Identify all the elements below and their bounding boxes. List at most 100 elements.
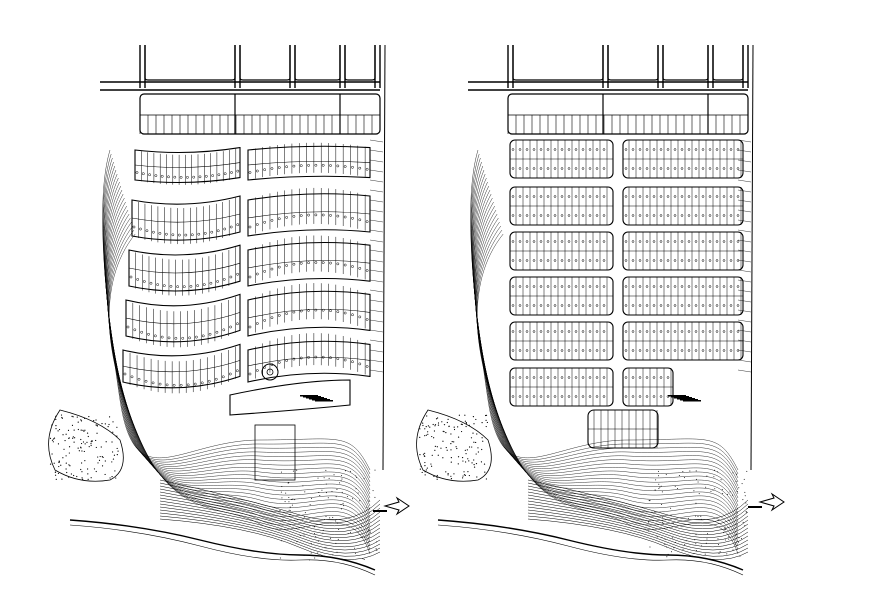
- hatch-dot: [648, 530, 650, 532]
- lot-marker: [525, 285, 529, 288]
- lot-line: [125, 312, 241, 325]
- lot-marker: [729, 285, 733, 288]
- lot-marker: [701, 240, 705, 243]
- hatch-dot: [463, 474, 466, 476]
- hatch-dot: [650, 553, 652, 555]
- hatch-dot: [340, 504, 342, 506]
- lot-marker: [715, 259, 719, 262]
- lot-marker: [560, 195, 564, 198]
- hatch-dot: [670, 515, 672, 517]
- lot-block: [122, 343, 241, 389]
- lot-marker: [365, 220, 369, 223]
- lot-marker: [236, 322, 239, 326]
- lot-marker: [588, 304, 592, 307]
- contour-line: [104, 173, 371, 495]
- lot-marker: [152, 230, 155, 234]
- lot-marker: [602, 240, 606, 243]
- hatch-dot: [287, 482, 289, 484]
- hatch-dot: [674, 485, 676, 487]
- hatch-dot: [470, 437, 473, 439]
- roundabout: [266, 368, 274, 376]
- hatch-dot: [101, 422, 103, 425]
- hatch-dot: [665, 474, 667, 476]
- lot-marker: [666, 259, 670, 262]
- hatch-dot: [450, 461, 452, 463]
- lot-marker: [214, 377, 218, 381]
- hatch-dot: [98, 459, 101, 461]
- contour-line: [527, 509, 749, 551]
- hatch-dot: [279, 557, 281, 559]
- lot-line: [131, 213, 241, 223]
- hatch-dot: [115, 477, 117, 479]
- hatch-dot: [82, 429, 84, 431]
- hatch-dot: [663, 523, 665, 525]
- lot-marker: [638, 240, 642, 243]
- lot-marker: [588, 240, 592, 243]
- lot-marker: [659, 349, 663, 352]
- lot-marker: [715, 330, 719, 333]
- hatch-dot: [96, 432, 98, 434]
- contour-line: [527, 479, 749, 521]
- lot-marker: [167, 336, 171, 340]
- lot-marker: [321, 163, 325, 167]
- lot-marker: [525, 330, 529, 333]
- lot-marker: [195, 335, 198, 339]
- lot-marker: [285, 359, 288, 362]
- hatch-dot: [347, 533, 349, 535]
- lot-marker: [659, 240, 663, 243]
- lot-marker: [546, 195, 550, 198]
- lot-marker: [511, 376, 515, 379]
- contour-line: [470, 153, 739, 475]
- lot-marker: [137, 377, 141, 381]
- lot-marker: [142, 280, 146, 283]
- lot-marker: [736, 304, 740, 307]
- lot-marker: [567, 330, 571, 333]
- lot-marker: [160, 174, 164, 178]
- lot-marker: [722, 304, 726, 307]
- lot-marker: [358, 362, 362, 366]
- hatch-dot: [117, 450, 119, 452]
- lot-marker: [645, 395, 649, 398]
- hatch-dot: [445, 432, 447, 434]
- contour-line: [105, 185, 371, 507]
- lot-marker: [645, 167, 649, 170]
- lot-marker: [539, 304, 543, 307]
- lot-marker: [518, 167, 522, 170]
- lot-line: [134, 162, 241, 168]
- lot-marker: [248, 325, 252, 329]
- lot-marker: [694, 240, 698, 243]
- lot-marker: [525, 148, 529, 151]
- lot-marker: [673, 285, 677, 288]
- hatch-dot: [441, 421, 443, 423]
- lot-marker: [631, 195, 635, 198]
- hatch-dot: [58, 428, 61, 431]
- lot-marker: [595, 395, 599, 398]
- lot-marker: [532, 214, 536, 217]
- hatch-dot: [736, 511, 738, 513]
- lot-marker: [567, 167, 571, 170]
- hatch-dot: [304, 491, 306, 493]
- lot-marker: [631, 376, 635, 379]
- hatch-dot: [288, 496, 290, 498]
- hatch-dot: [335, 542, 337, 544]
- contour-line: [473, 189, 739, 511]
- annotation-mark: [315, 400, 333, 402]
- hatch-dot: [473, 464, 475, 466]
- hatch-dot: [419, 468, 421, 470]
- lot-line: [737, 149, 752, 153]
- hatch-dot: [357, 531, 359, 533]
- lot-marker: [595, 285, 599, 288]
- hatch-dot: [95, 419, 97, 421]
- hatch-dot: [81, 471, 83, 473]
- lot-marker: [263, 319, 266, 322]
- hatch-dot: [738, 541, 740, 543]
- hatch-dot: [436, 474, 438, 477]
- lot-marker: [581, 330, 585, 333]
- lot-marker: [192, 175, 196, 179]
- lot-marker: [560, 240, 564, 243]
- lot-marker: [602, 304, 606, 307]
- hatch-dot: [740, 538, 742, 540]
- lot-marker: [666, 195, 670, 198]
- hatch-dot: [664, 538, 666, 540]
- hatch-dot: [471, 446, 473, 448]
